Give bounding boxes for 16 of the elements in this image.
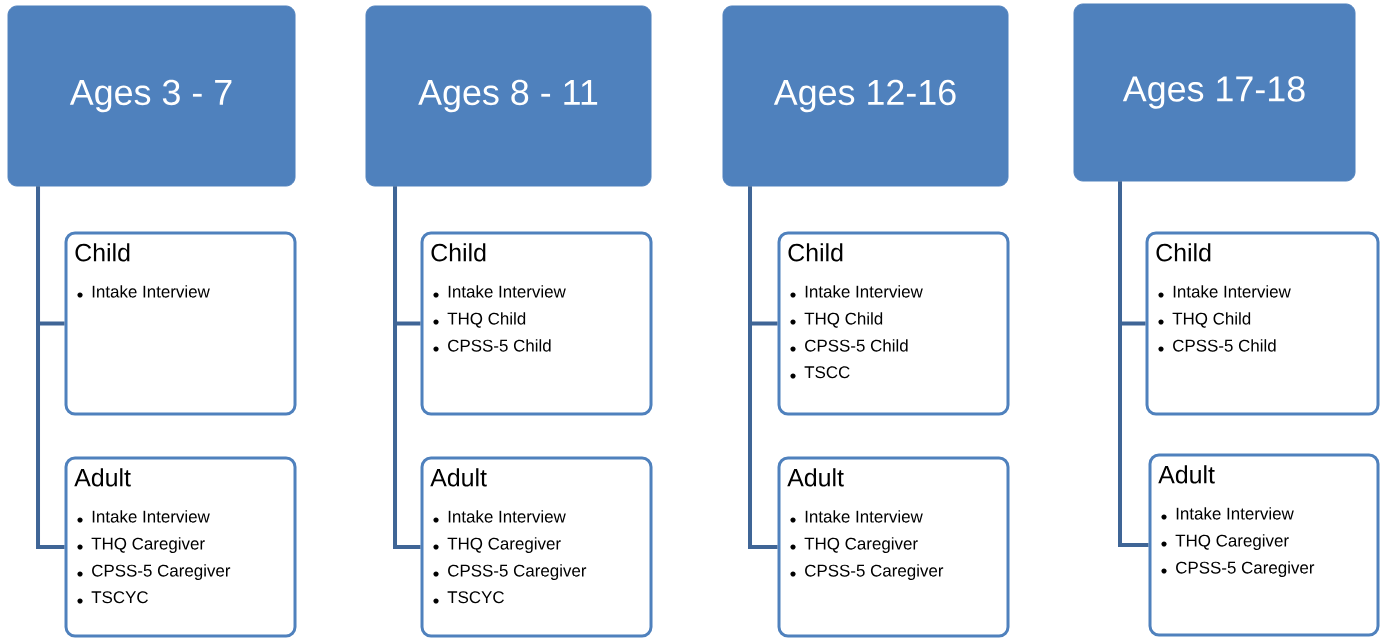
list-box: Child Intake Interview THQ Child CPSS-5 Child (420, 231, 653, 416)
list-box: Adult Intake Interview THQ Caregiver CPSS-5 Caregiver TSCYC (64, 456, 297, 638)
list-box: Child Intake Interview THQ Child CPSS-5 Child (1145, 231, 1380, 416)
heading-box: Ages 12-16 (722, 5, 1009, 187)
list-box: Adult Intake Interview THQ Caregiver CPSS-5 Caregiver (777, 456, 1010, 638)
connector-line (1118, 181, 1149, 547)
heading-box: Ages 3 - 7 (7, 5, 296, 187)
connector-line (36, 186, 65, 549)
connector-line (748, 186, 778, 549)
list-box: Child Intake Interview (64, 231, 297, 416)
connector-line (393, 186, 421, 549)
list-box: Adult Intake Interview THQ Caregiver CPSS-5 Caregiver (1148, 453, 1380, 637)
heading-box: Ages 8 - 11 (365, 5, 652, 187)
list-box: Adult Intake Interview THQ Caregiver CPSS-5 Caregiver TSCYC (420, 456, 653, 638)
list-box: Child Intake Interview THQ Child CPSS-5 Child TSCC (777, 231, 1010, 416)
heading-box: Ages 17-18 (1073, 3, 1356, 182)
